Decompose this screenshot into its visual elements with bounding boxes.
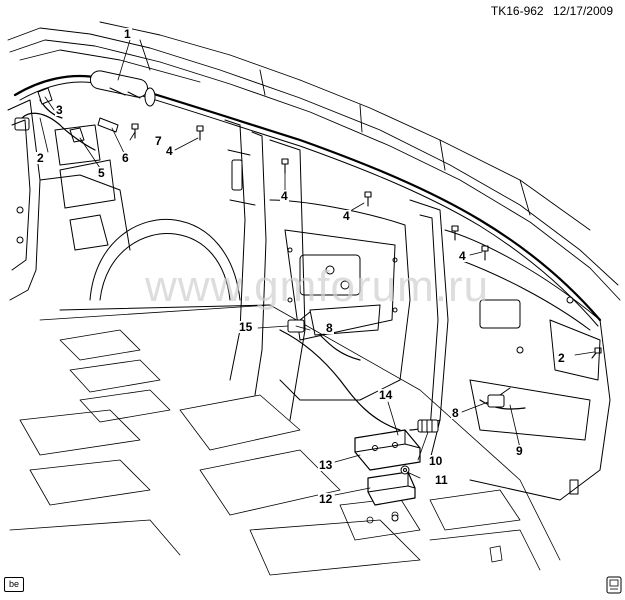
harness-connector [417,419,439,433]
roof-structure [7,21,621,301]
callout-2-rear: 2 [36,151,45,165]
front-pillar [409,199,611,501]
diagram-header: TK16-962 12/17/2009 [491,4,613,18]
wheelhouse [59,218,271,311]
callout-7: 7 [154,134,163,148]
callout-4-a: 4 [165,144,174,158]
callout-5: 5 [97,166,106,180]
callout-6: 6 [121,151,130,165]
callout-3: 3 [55,103,64,117]
callout-10: 10 [428,454,444,468]
callout-12: 12 [318,492,334,506]
diagram-date: 12/17/2009 [552,4,613,18]
rear-quarter-panel [7,99,131,301]
callout-4-c: 4 [342,209,351,223]
floor-pan [9,304,561,576]
callout-8-front: 8 [451,406,460,420]
callout-4-b: 4 [280,189,289,203]
corner-tag: be [4,577,24,592]
callout-15: 15 [238,320,254,334]
callout-9: 9 [515,444,524,458]
airbag-module-icon [354,429,421,471]
rear-door-inner-panel [269,199,411,401]
callout-4-d: 4 [458,249,467,263]
center-pillar [224,119,306,421]
leader-lines [39,39,595,496]
callout-14: 14 [378,388,394,402]
callout-8-rear: 8 [325,321,334,335]
mounting-clips [37,87,119,143]
document-icon [606,576,622,594]
callout-13: 13 [318,458,334,472]
module-bracket [367,471,416,506]
callout-11: 11 [434,473,449,487]
fasteners [131,123,602,359]
callout-1: 1 [123,27,132,41]
airbag-inflator [89,70,156,107]
watermark: www.gmforum.ru [145,262,490,311]
diagram-id: TK16-962 [490,4,544,18]
callout-2-front: 2 [557,351,566,365]
